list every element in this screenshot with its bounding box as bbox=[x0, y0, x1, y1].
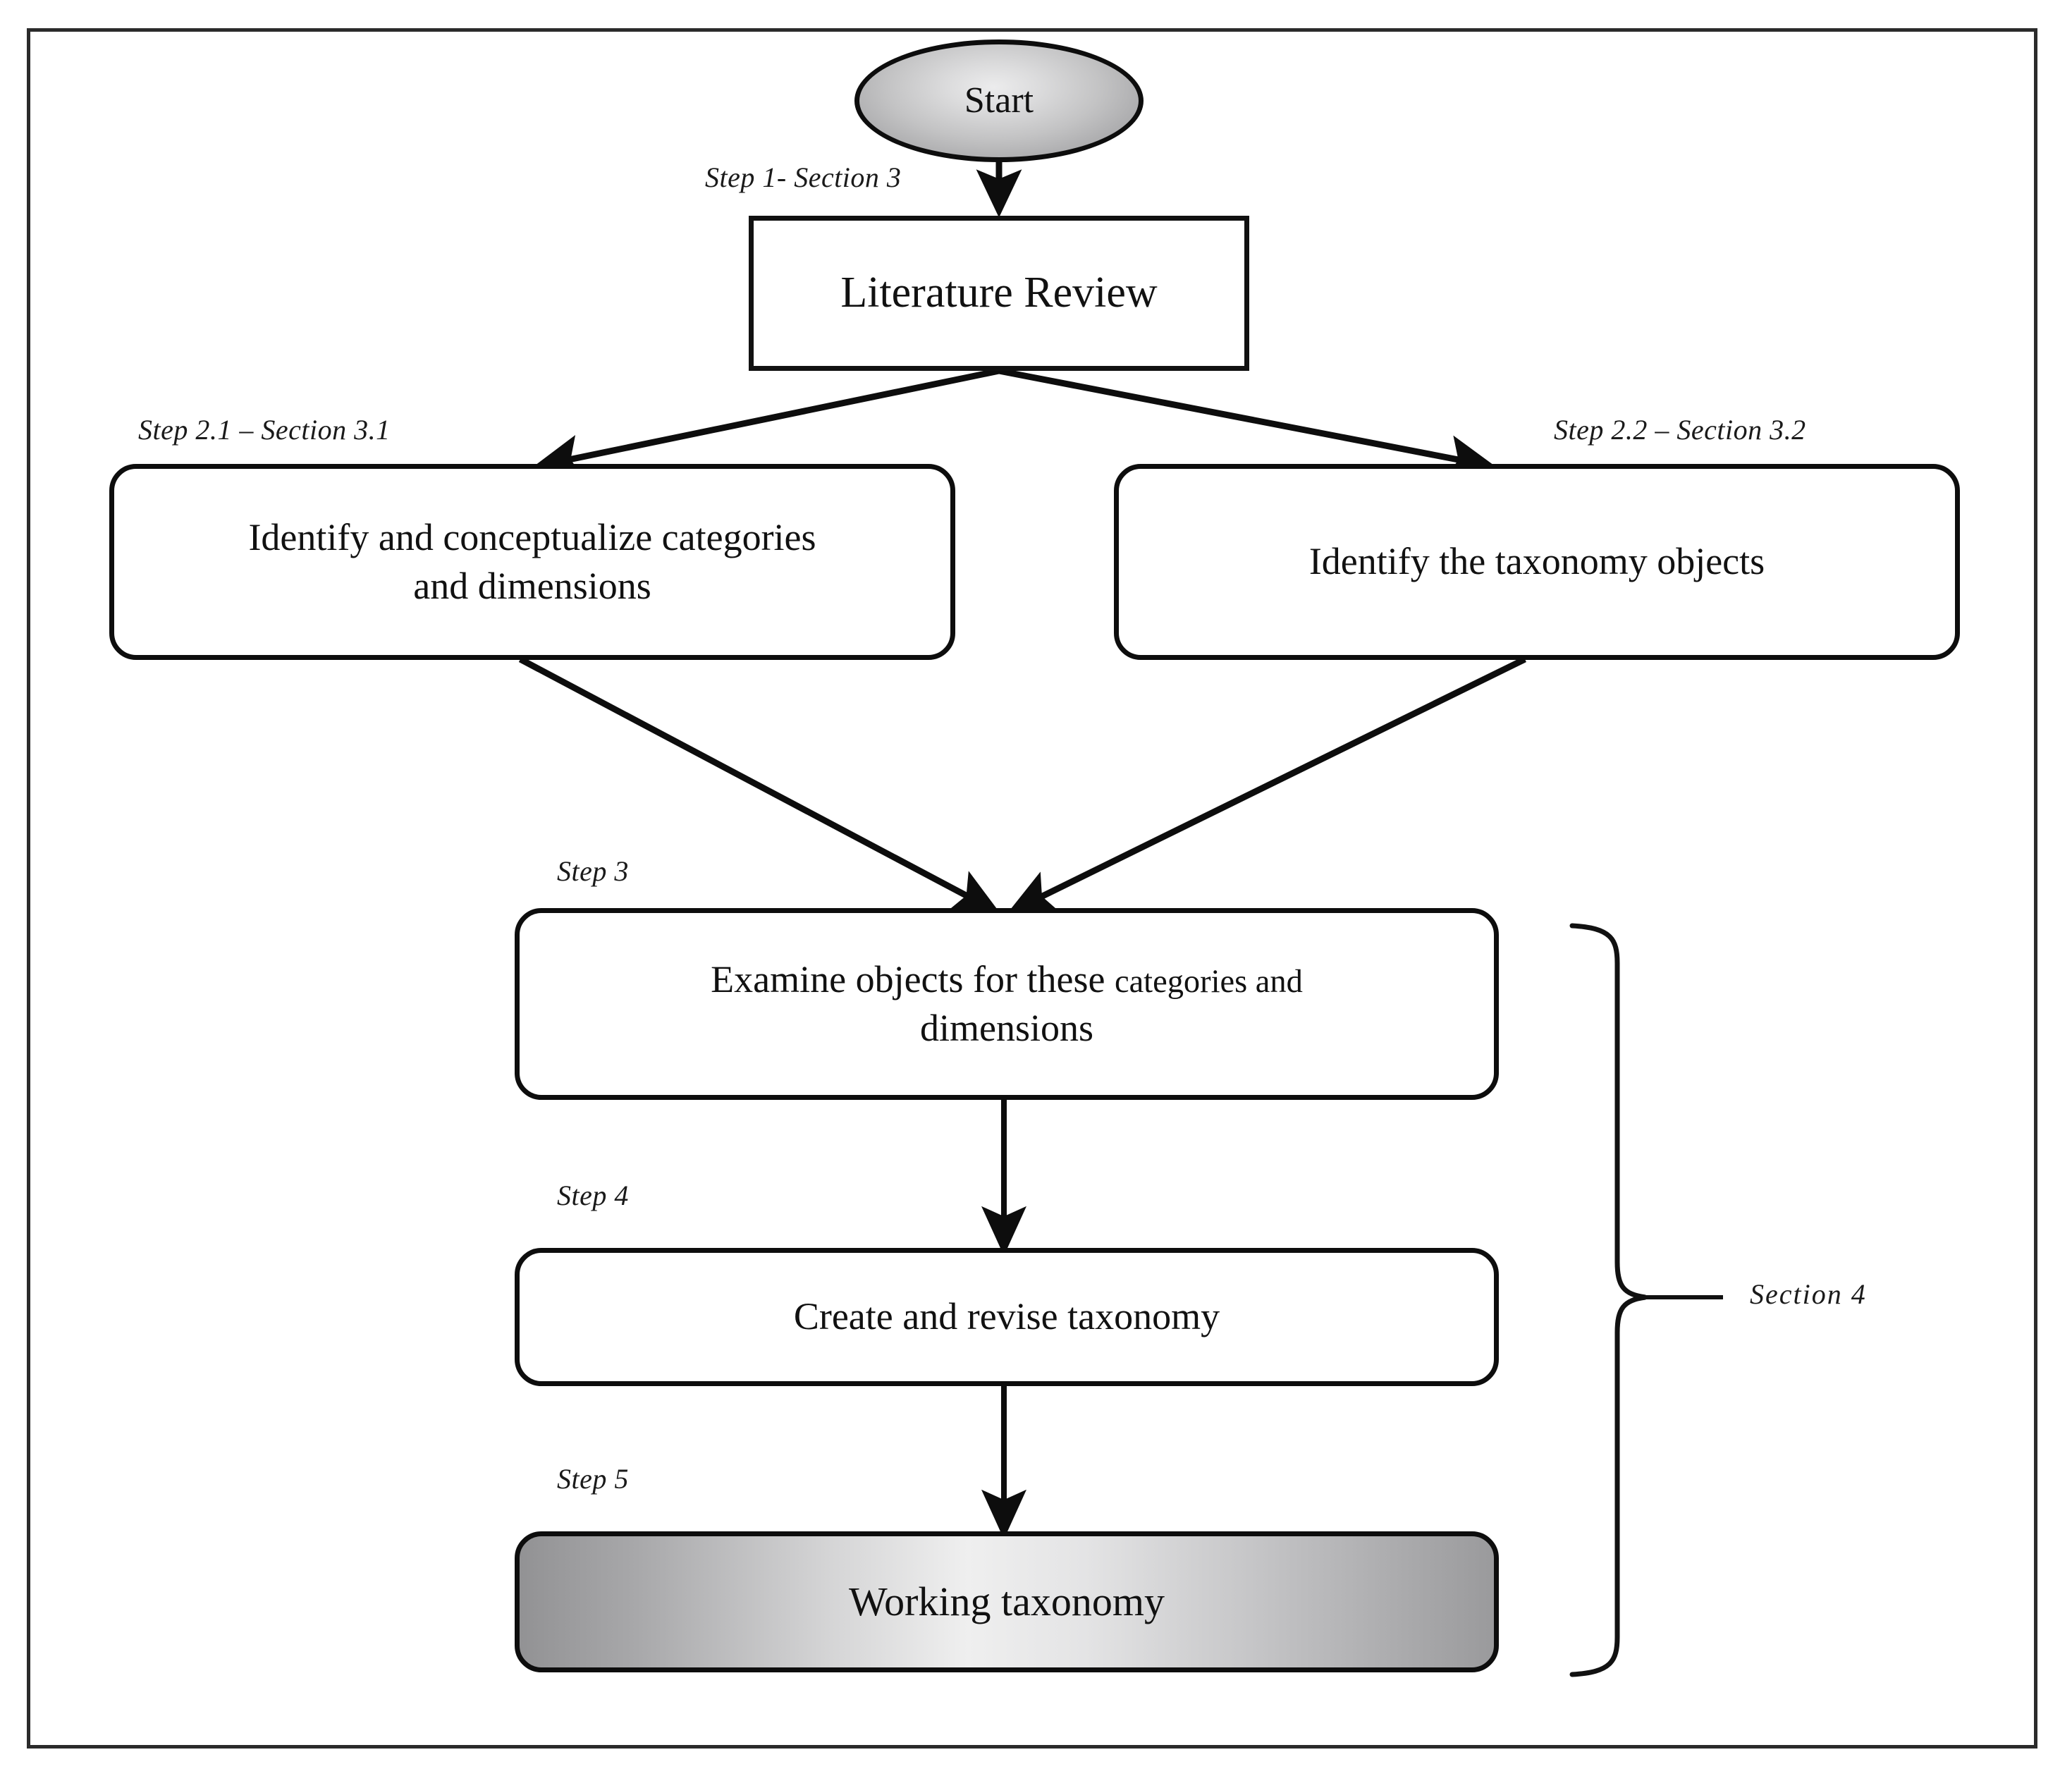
node-examine-objects-line1-small: categories and bbox=[1114, 963, 1303, 1000]
node-examine-objects[interactable]: Examine objects for these categories and… bbox=[515, 908, 1499, 1100]
node-identify-categories-line2: and dimensions bbox=[413, 565, 651, 607]
node-literature-review[interactable]: Literature Review bbox=[749, 216, 1249, 371]
node-identify-categories-line1: Identify and conceptualize categories bbox=[248, 515, 816, 558]
label-step-3: Step 3 bbox=[557, 855, 629, 887]
node-create-revise-taxonomy-label: Create and revise taxonomy bbox=[793, 1295, 1220, 1338]
node-create-revise-taxonomy[interactable]: Create and revise taxonomy bbox=[515, 1248, 1499, 1386]
node-identify-objects-label: Identify the taxonomy objects bbox=[1308, 540, 1765, 583]
label-step-2-2: Step 2.2 – Section 3.2 bbox=[1554, 414, 1806, 446]
node-identify-objects[interactable]: Identify the taxonomy objects bbox=[1114, 464, 1960, 660]
label-step-5: Step 5 bbox=[557, 1463, 629, 1495]
node-identify-categories[interactable]: Identify and conceptualize categories an… bbox=[109, 464, 955, 660]
node-examine-objects-line1-big: Examine objects for these bbox=[711, 957, 1115, 1000]
label-step-2-1: Step 2.1 – Section 3.1 bbox=[138, 414, 391, 446]
node-start[interactable]: Start bbox=[854, 39, 1144, 162]
node-examine-objects-line2: dimensions bbox=[919, 1007, 1093, 1049]
node-working-taxonomy-label: Working taxonomy bbox=[849, 1578, 1165, 1624]
node-literature-review-label: Literature Review bbox=[840, 269, 1158, 317]
node-working-taxonomy[interactable]: Working taxonomy bbox=[515, 1531, 1499, 1672]
label-section-4: Section 4 bbox=[1750, 1278, 1867, 1310]
label-step-1: Step 1- Section 3 bbox=[705, 161, 902, 193]
node-start-label: Start bbox=[964, 80, 1034, 121]
label-step-4: Step 4 bbox=[557, 1180, 629, 1211]
